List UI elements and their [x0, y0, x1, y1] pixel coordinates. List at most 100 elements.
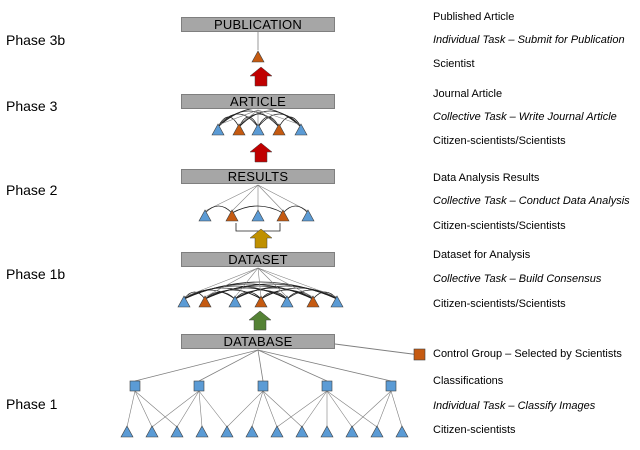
classification-square	[385, 380, 397, 392]
classification-edge	[198, 390, 203, 428]
control-group-edge	[334, 343, 421, 356]
citizen-triangle	[370, 425, 384, 438]
citizen-triangle	[245, 425, 259, 438]
citizen-triangle	[395, 425, 409, 438]
dataset-link-edge	[183, 267, 259, 298]
phase-2-label: Phase 2	[6, 182, 58, 198]
article-actor: Citizen-scientists/Scientists	[433, 135, 566, 147]
dataset-link-edge	[257, 267, 338, 298]
article-link-edge	[257, 109, 302, 126]
classification-square	[257, 380, 269, 392]
database-bar: DATABASE	[181, 334, 335, 349]
database-link-edge	[257, 349, 264, 382]
scientist-triangle	[198, 295, 212, 308]
citizen-triangle	[198, 209, 212, 222]
dataset-link-edge	[257, 267, 262, 298]
phase-3-label: Phase 3	[6, 98, 58, 114]
article-collab-edge	[238, 110, 302, 128]
consensus-edge	[312, 291, 338, 300]
publication-output: Published Article	[433, 11, 515, 23]
citizen-triangle	[330, 295, 344, 308]
citizen-triangle	[345, 425, 359, 438]
results-task: Collective Task – Conduct Data Analysis	[433, 195, 630, 207]
citizen-triangle	[177, 295, 191, 308]
scientist-triangle	[251, 50, 265, 63]
publication-bar: PUBLICATION	[181, 17, 335, 32]
citizen-triangle	[251, 123, 265, 136]
citizen-triangle	[228, 295, 242, 308]
citizen-triangle	[195, 425, 209, 438]
classification-edge	[151, 390, 200, 428]
citizen-triangle	[301, 209, 315, 222]
classification-edge	[376, 390, 392, 428]
article-task: Collective Task – Write Journal Article	[433, 111, 617, 123]
classification-edge	[251, 390, 264, 428]
database-link-edge	[257, 349, 328, 382]
phase1-task: Individual Task – Classify Images	[433, 400, 596, 412]
classification-edge	[226, 390, 264, 428]
classification-edge	[134, 390, 153, 428]
publication-actor: Scientist	[433, 58, 475, 70]
arrow-to-article-icon	[249, 142, 273, 163]
phase-1-label: Phase 1	[6, 396, 58, 412]
dataset-link-edge	[257, 267, 314, 298]
scientist-triangle	[306, 295, 320, 308]
consensus-edge	[260, 287, 338, 300]
control-group-label: Control Group – Selected by Scientists	[433, 348, 622, 360]
scientist-triangle	[232, 123, 246, 136]
results-bar: RESULTS	[181, 169, 335, 184]
scientist-triangle	[254, 295, 268, 308]
phase-1b-label: Phase 1b	[6, 266, 66, 282]
dataset-actor: Citizen-scientists/Scientists	[433, 298, 566, 310]
article-link-edge	[238, 109, 259, 126]
database-link-edge	[134, 349, 259, 382]
results-collab-edge	[282, 205, 309, 214]
classification-square	[321, 380, 333, 392]
classification-square	[193, 380, 205, 392]
classification-square	[129, 380, 141, 392]
results-link-edge	[257, 184, 284, 212]
citizen-triangle	[145, 425, 159, 438]
scientist-triangle	[276, 209, 290, 222]
citizen-triangle	[120, 425, 134, 438]
classification-edge	[198, 390, 228, 428]
results-actor: Citizen-scientists/Scientists	[433, 220, 566, 232]
scientist-triangle	[272, 123, 286, 136]
dataset-output: Dataset for Analysis	[433, 249, 531, 261]
classification-edge	[276, 390, 328, 428]
article-collab-edge	[257, 113, 302, 128]
classification-edge	[176, 390, 200, 428]
arrow-to-publication-icon	[249, 66, 273, 87]
classification-edge	[134, 390, 178, 428]
phase-3b-label: Phase 3b	[6, 32, 66, 48]
citizen-triangle	[294, 123, 308, 136]
citizen-triangle	[270, 425, 284, 438]
citizen-triangle	[170, 425, 184, 438]
dataset-link-edge	[234, 267, 259, 298]
citizen-triangle	[211, 123, 225, 136]
results-output: Data Analysis Results	[433, 172, 540, 184]
classification-edge	[390, 390, 403, 428]
citizen-triangle	[280, 295, 294, 308]
dataset-link-edge	[257, 267, 288, 298]
dataset-link-edge	[204, 267, 259, 298]
article-bar: ARTICLE	[181, 94, 335, 109]
results-link-edge	[231, 184, 259, 212]
citizen-triangle	[320, 425, 334, 438]
phase1-actor: Citizen-scientists	[433, 424, 516, 436]
database-link-edge	[257, 349, 392, 382]
phase-arrows	[248, 66, 273, 331]
results-collab-edge	[231, 205, 284, 214]
database-link-edge	[198, 349, 259, 382]
classification-edge	[126, 390, 136, 428]
scientist-triangle	[225, 209, 239, 222]
network-nodes	[120, 50, 426, 438]
classification-edge	[351, 390, 392, 428]
classification-edge	[262, 390, 278, 428]
consensus-edge	[204, 283, 338, 300]
article-link-edge	[257, 109, 280, 126]
results-bracket-edge	[235, 223, 281, 232]
network-edges	[126, 32, 421, 428]
consensus-edge	[286, 289, 338, 300]
